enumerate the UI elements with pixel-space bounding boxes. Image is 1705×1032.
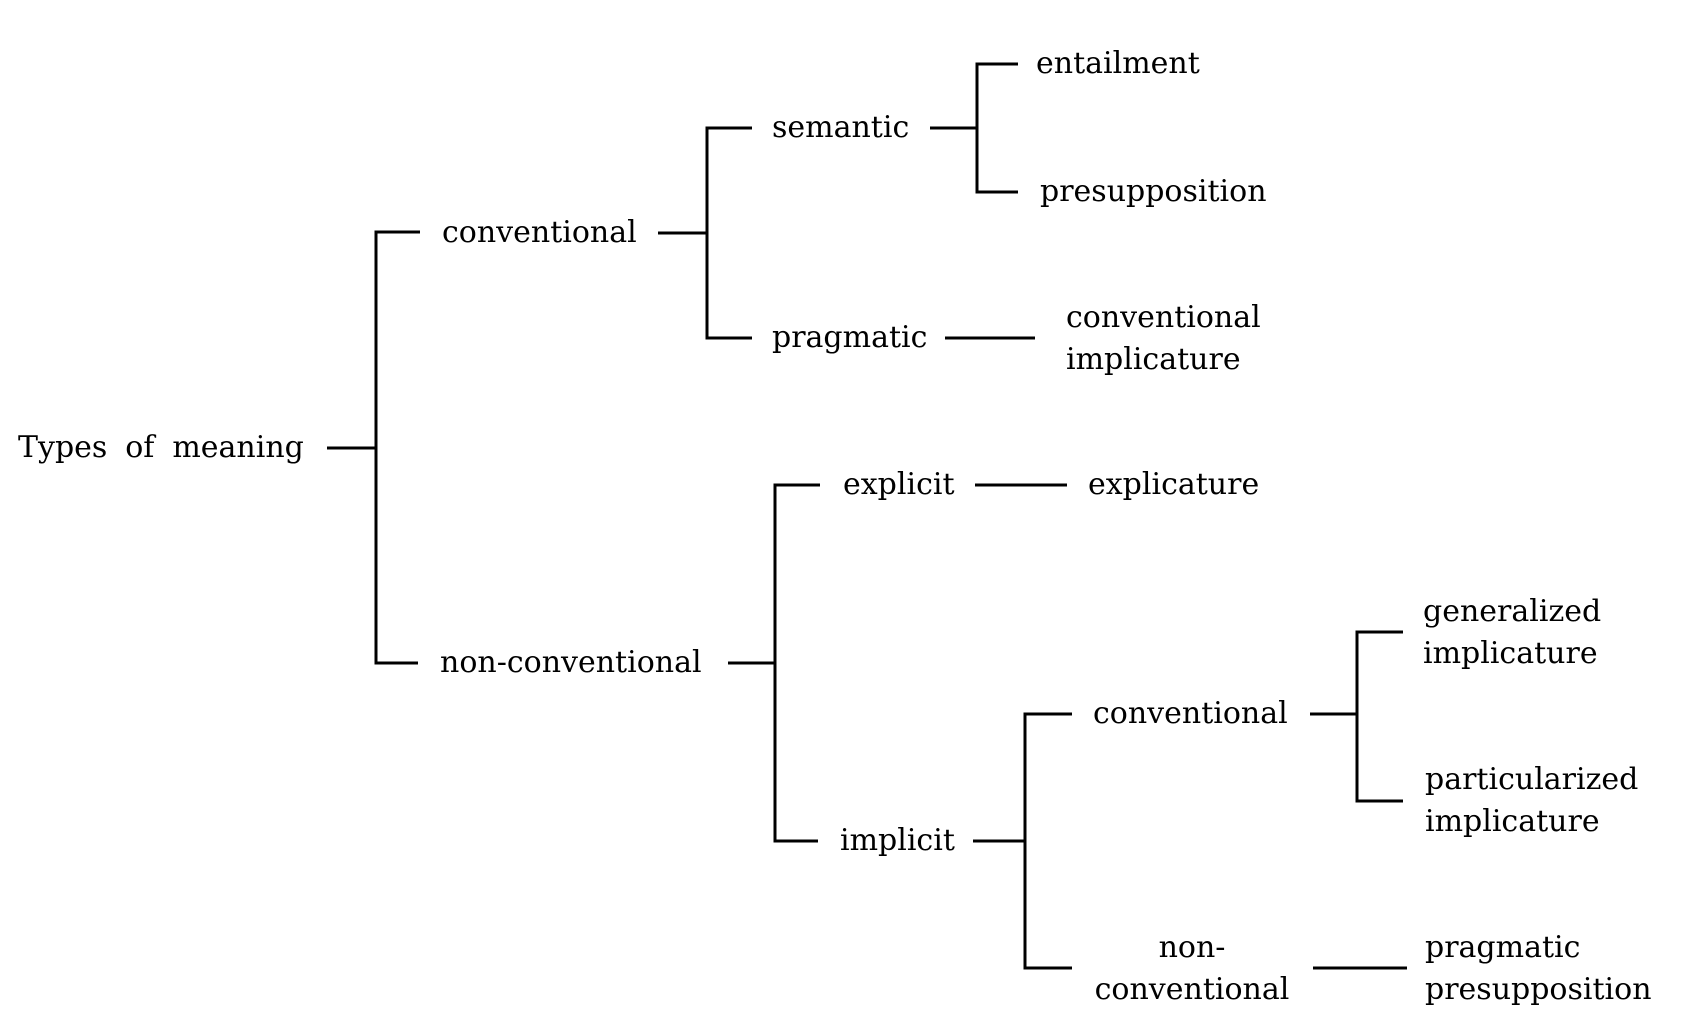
node-pragmatic: pragmatic (772, 320, 928, 355)
node-entailment: entailment (1036, 46, 1200, 81)
node-semantic: semantic (772, 110, 910, 145)
node-generalized-implicature: generalized implicature (1423, 594, 1602, 671)
node-particularized-implicature: particularized implicature (1425, 762, 1639, 839)
node-explicit: explicit (843, 467, 955, 502)
node-implicit: implicit (840, 823, 955, 858)
node-presupposition: presupposition (1040, 174, 1267, 209)
node-implicit-conventional: conventional (1093, 696, 1288, 731)
node-non-conventional: non-conventional (440, 645, 702, 680)
node-conventional: conventional (442, 215, 637, 250)
node-conventional-implicature: conventional implicature (1066, 300, 1261, 377)
node-explicature: explicature (1088, 467, 1260, 502)
node-types-of-meaning: Types of meaning (18, 430, 304, 465)
node-implicit-non-conventional: non- conventional (1094, 930, 1290, 1007)
node-pragmatic-presupposition: pragmatic presupposition (1425, 930, 1652, 1007)
